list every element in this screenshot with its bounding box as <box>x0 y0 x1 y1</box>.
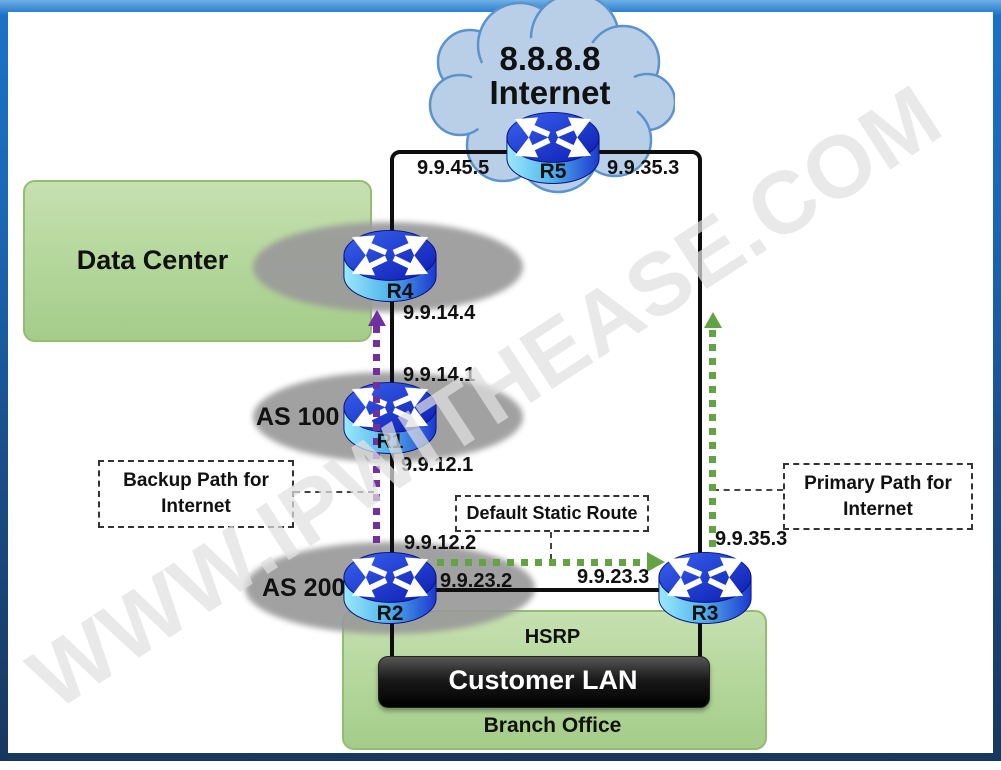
backup-path-line2: Internet <box>161 496 231 517</box>
router-r5-label: R5 <box>539 160 567 183</box>
router-r3-icon <box>657 548 753 626</box>
primary-path-line2: Internet <box>843 499 913 520</box>
router-r1-label: R1 <box>376 430 404 453</box>
r5-left-ip-label: 9.9.45.5 <box>417 157 490 179</box>
customer-lan-label: Customer LAN <box>448 665 638 695</box>
router-r1-icon <box>342 378 438 456</box>
router-r2-icon <box>342 548 438 626</box>
router-r2-label: R2 <box>376 602 404 625</box>
backup-path-line <box>373 326 380 546</box>
default-route-line <box>437 559 647 566</box>
backup-path-arrowhead <box>368 310 386 326</box>
customer-lan-bar <box>378 656 710 708</box>
data-center-label: Data Center <box>76 245 229 275</box>
backup-box-connector <box>294 491 374 493</box>
r3-top-ip-label: 9.9.35.3 <box>715 528 788 550</box>
router-r4-label: R4 <box>386 280 414 303</box>
branch-office-label: Branch Office <box>483 714 622 737</box>
r2-top-ip-label: 9.9.12.2 <box>404 532 477 554</box>
backup-path-line1: Backup Path for <box>123 470 269 491</box>
internet-ip-label: 8.8.8.8 <box>499 40 601 77</box>
default-static-route-callout: Default Static Route <box>455 495 649 532</box>
router-r5-icon <box>505 108 601 186</box>
default-route-box-connector <box>550 532 552 560</box>
r3-left-ip-label: 9.9.23.3 <box>577 566 650 588</box>
router-r3-label: R3 <box>691 602 719 625</box>
router-r4-icon <box>342 226 438 304</box>
r4-ip-label: 9.9.14.4 <box>403 302 476 324</box>
r2-lan-link-line <box>390 589 394 660</box>
r1-bottom-ip-label: 9.9.12.1 <box>401 454 474 476</box>
primary-path-line1: Primary Path for <box>804 473 952 494</box>
r5-right-ip-label: 9.9.35.3 <box>607 157 680 179</box>
r3-lan-link-line <box>698 589 702 660</box>
r2-right-ip-label: 9.9.23.2 <box>440 570 513 592</box>
hsrp-label: HSRP <box>524 626 581 648</box>
as100-label: AS 100 <box>256 403 340 431</box>
primary-box-connector <box>713 489 783 491</box>
as200-label: AS 200 <box>262 574 346 602</box>
default-route-arrowhead <box>647 552 665 572</box>
internet-label: Internet <box>489 74 611 111</box>
r1-top-ip-label: 9.9.14.1 <box>403 364 476 386</box>
primary-path-arrowhead <box>704 312 722 328</box>
primary-path-callout: Primary Path for Internet <box>783 463 973 530</box>
backup-path-callout: Backup Path for Internet <box>98 460 294 528</box>
primary-path-line <box>709 330 716 552</box>
